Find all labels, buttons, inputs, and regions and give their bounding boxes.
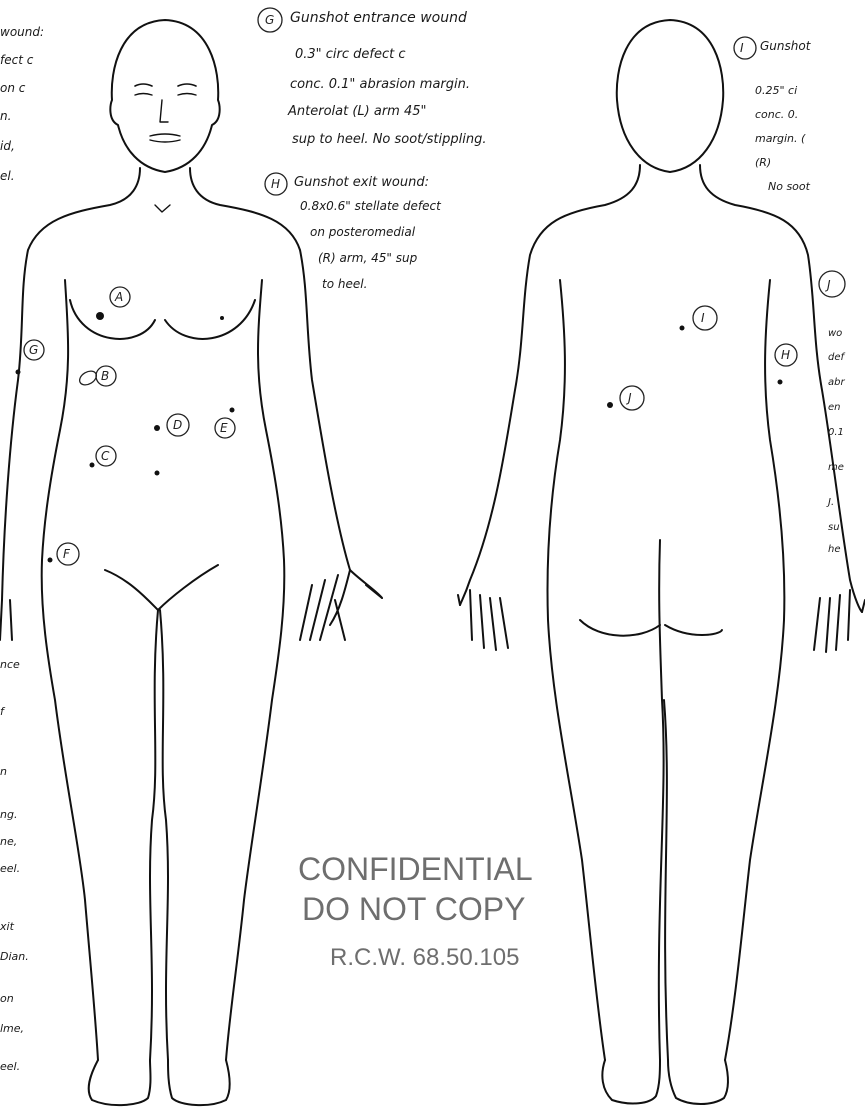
svg-text:0.25" ci: 0.25" ci xyxy=(755,84,797,97)
svg-text:ng.: ng. xyxy=(0,808,17,821)
svg-text:lme,: lme, xyxy=(0,1022,24,1035)
note-h-exit-wound: H Gunshot exit wound: 0.8x0.6" stellate … xyxy=(265,173,442,291)
svg-text:xit: xit xyxy=(0,920,15,933)
svg-text:J.: J. xyxy=(826,497,834,508)
wound-mark-c xyxy=(90,463,95,468)
svg-text:f: f xyxy=(0,705,6,718)
svg-text:wound:: wound: xyxy=(0,25,44,39)
note-i-wound: I Gunshot 0.25" ci conc. 0. margin. ( (R… xyxy=(734,37,812,193)
wound-label-f: F xyxy=(57,543,79,565)
svg-text:(R) arm, 45" sup: (R) arm, 45" sup xyxy=(318,251,418,265)
svg-text:me: me xyxy=(828,462,844,473)
stamp-confidential: CONFIDENTIAL xyxy=(298,851,533,887)
svg-text:Gunshot entrance wound: Gunshot entrance wound xyxy=(290,10,467,26)
svg-text:No soot: No soot xyxy=(768,180,811,193)
svg-text:C: C xyxy=(101,449,110,463)
svg-text:E: E xyxy=(220,421,228,435)
svg-text:en: en xyxy=(828,402,841,413)
wound-mark-i xyxy=(680,326,685,331)
note-left-edge: wound: fect c on c n. id, el. nce f n ng… xyxy=(0,25,44,1073)
svg-text:F: F xyxy=(63,547,71,561)
svg-text:margin. (: margin. ( xyxy=(755,132,806,145)
wound-mark-e xyxy=(230,408,235,413)
wound-mark-g xyxy=(16,370,21,375)
wound-mark-f xyxy=(48,558,53,563)
stamp-rcw: R.C.W. 68.50.105 xyxy=(330,944,519,971)
wound-label-h: H xyxy=(775,344,797,366)
svg-text:0.8x0.6" stellate defect: 0.8x0.6" stellate defect xyxy=(300,199,442,213)
svg-text:0.3" circ defect c: 0.3" circ defect c xyxy=(295,47,406,62)
svg-text:el.: el. xyxy=(0,169,15,183)
wound-label-g-left: G xyxy=(24,340,44,360)
svg-text:he: he xyxy=(828,544,841,555)
svg-text:def: def xyxy=(828,352,846,363)
svg-text:nce: nce xyxy=(0,658,20,671)
svg-text:sup to heel. No soot/stippling: sup to heel. No soot/stippling. xyxy=(292,132,487,147)
svg-text:Gunshot exit wound:: Gunshot exit wound: xyxy=(294,175,429,190)
wound-label-b: B xyxy=(96,366,116,386)
svg-text:H: H xyxy=(271,177,280,191)
svg-text:G: G xyxy=(265,13,274,27)
svg-text:Gunshot: Gunshot xyxy=(760,39,812,53)
svg-text:ne,: ne, xyxy=(0,835,17,848)
wound-mark-umbilicus xyxy=(155,471,160,476)
wound-label-a: A xyxy=(110,287,130,307)
svg-text:on c: on c xyxy=(0,81,26,95)
stamp-do-not-copy: DO NOT COPY xyxy=(302,891,525,927)
note-j-wound: J wo def abr en 0.1 me J. su he xyxy=(819,271,846,555)
svg-text:n: n xyxy=(0,765,7,778)
svg-text:D: D xyxy=(173,418,182,432)
svg-text:on posteromedial: on posteromedial xyxy=(310,225,416,239)
wound-mark-j xyxy=(607,402,613,408)
svg-text:id,: id, xyxy=(0,139,15,153)
wound-mark-a xyxy=(96,312,104,320)
svg-text:J: J xyxy=(626,391,632,405)
svg-text:A: A xyxy=(114,290,123,304)
svg-text:J: J xyxy=(825,278,831,292)
svg-text:(R): (R) xyxy=(755,156,771,169)
svg-text:su: su xyxy=(828,522,840,533)
svg-text:H: H xyxy=(781,348,790,362)
svg-text:fect c: fect c xyxy=(0,53,34,67)
nipple-mark xyxy=(220,316,224,320)
svg-text:G: G xyxy=(29,343,38,357)
svg-text:I: I xyxy=(740,41,744,55)
svg-text:to heel.: to heel. xyxy=(322,277,367,291)
svg-text:eel.: eel. xyxy=(0,862,20,875)
svg-text:abr: abr xyxy=(828,377,845,388)
wound-label-e: E xyxy=(215,418,235,438)
svg-text:conc. 0.1" abrasion margin.: conc. 0.1" abrasion margin. xyxy=(290,77,470,92)
wound-mark-h xyxy=(778,380,783,385)
svg-text:conc. 0.: conc. 0. xyxy=(755,108,798,121)
note-g-entrance-wound: G Gunshot entrance wound 0.3" circ defec… xyxy=(258,8,487,147)
wound-mark-d xyxy=(154,425,160,431)
svg-text:B: B xyxy=(101,369,109,383)
svg-text:0.1: 0.1 xyxy=(828,427,844,438)
svg-text:wo: wo xyxy=(828,328,842,339)
svg-text:Dian.: Dian. xyxy=(0,950,29,963)
wound-label-i: I xyxy=(693,306,717,330)
wound-label-c: C xyxy=(96,446,116,466)
svg-text:eel.: eel. xyxy=(0,1060,20,1073)
svg-text:n.: n. xyxy=(0,109,11,123)
svg-text:I: I xyxy=(701,311,705,325)
wound-label-j: J xyxy=(620,386,644,410)
svg-text:on: on xyxy=(0,992,14,1005)
wound-label-d: D xyxy=(167,414,189,436)
svg-text:Anterolat (L) arm 45": Anterolat (L) arm 45" xyxy=(287,104,426,119)
confidential-stamp: CONFIDENTIAL DO NOT COPY R.C.W. 68.50.10… xyxy=(298,851,533,971)
